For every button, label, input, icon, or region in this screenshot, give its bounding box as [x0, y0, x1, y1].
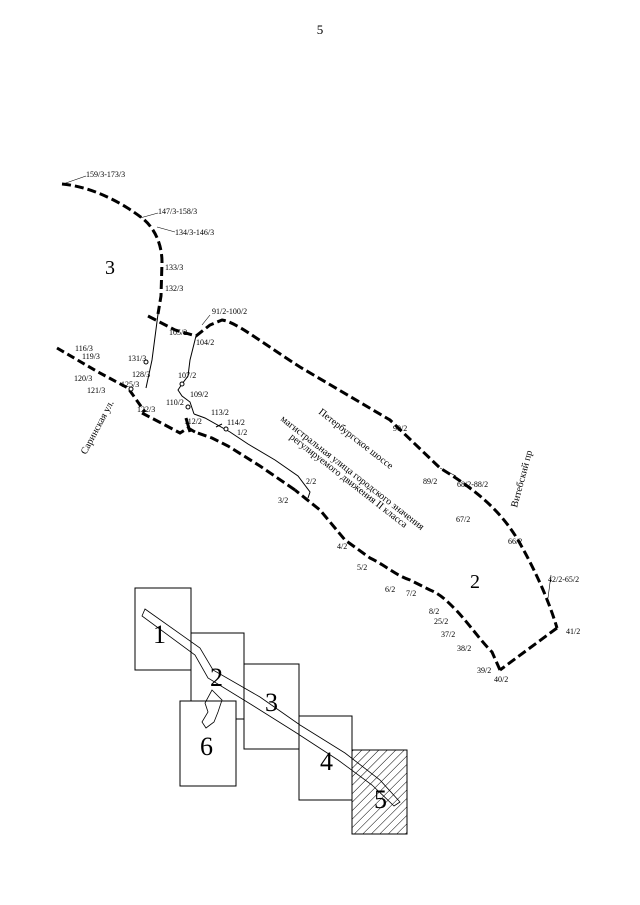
- point-label: 89/2: [423, 477, 437, 486]
- point-label: 104/2: [196, 338, 214, 347]
- point-label: 131/3: [128, 354, 146, 363]
- point-label: 6/2: [385, 585, 395, 594]
- point-label: 112/2: [184, 417, 202, 426]
- point-label: 3/2: [278, 496, 288, 505]
- zone-3-boundary: [56, 182, 164, 413]
- sheet-number: 1: [153, 620, 166, 649]
- point-label: 8/2: [429, 607, 439, 616]
- zone-2-label: 2: [470, 571, 480, 593]
- boundary-point-markers: [128, 359, 229, 432]
- point-label: 128/3: [132, 370, 150, 379]
- point-label: 122/3: [137, 405, 155, 414]
- page-number: 5: [316, 22, 324, 37]
- sheet-number: 2: [210, 663, 223, 692]
- point-label: 132/3: [165, 284, 183, 293]
- point-label: 159/3-173/3: [86, 170, 125, 179]
- point-label: 114/2: [227, 418, 245, 427]
- point-label: 116/3: [75, 344, 93, 353]
- point-label: 66/2: [508, 537, 522, 546]
- point-label: 90/2: [393, 424, 407, 433]
- point-label: 39/2: [477, 666, 491, 675]
- point-label: 38/2: [457, 644, 471, 653]
- point-label: 113/2: [211, 408, 229, 417]
- point-label: 37/2: [441, 630, 455, 639]
- point-label: 40/2: [494, 675, 508, 684]
- point-label: 134/3-146/3: [175, 228, 214, 237]
- point-label: 25/2: [434, 617, 448, 626]
- point-label: 7/2: [406, 589, 416, 598]
- point-label: 4/2: [337, 542, 347, 551]
- point-label: 125/3: [121, 380, 139, 389]
- road-name-vitebsky: Витебский пр: [509, 449, 535, 509]
- point-label: 91/2-100/2: [212, 307, 247, 316]
- point-label: 120/3: [74, 374, 92, 383]
- point-label: 107/2: [178, 371, 196, 380]
- point-label: 147/3-158/3: [158, 207, 197, 216]
- point-label: 42/2-65/2: [548, 575, 579, 584]
- point-label: 68/2-88/2: [457, 480, 488, 489]
- point-label: 133/3: [165, 263, 183, 272]
- leader-lines: [62, 175, 552, 599]
- point-label: 109/2: [190, 390, 208, 399]
- point-label: 5/2: [357, 563, 367, 572]
- point-label: 2/2: [306, 477, 316, 486]
- zone-2-boundary: [141, 314, 559, 672]
- point-label: 121/3: [87, 386, 105, 395]
- sheet-number: 5: [374, 785, 387, 814]
- road-name-sarinskaya: Саринская ул.: [79, 399, 117, 457]
- point-label: 1/2: [237, 428, 247, 437]
- sheet-index-numbers: 1 2 3 4 5 6: [153, 620, 387, 814]
- point-label: 110/2: [166, 398, 184, 407]
- sheet-number: 6: [200, 732, 213, 761]
- point-label: 67/2: [456, 515, 470, 524]
- sheet-number: 3: [265, 688, 278, 717]
- point-label: 119/3: [82, 352, 100, 361]
- sheet-number: 4: [320, 747, 333, 776]
- sheet-index: [134, 587, 408, 835]
- zone-3-label: 3: [105, 257, 115, 279]
- point-label: 41/2: [566, 627, 580, 636]
- point-label: 105/2: [169, 328, 187, 337]
- point-labels: 159/3-173/3 147/3-158/3 134/3-146/3 133/…: [74, 170, 580, 684]
